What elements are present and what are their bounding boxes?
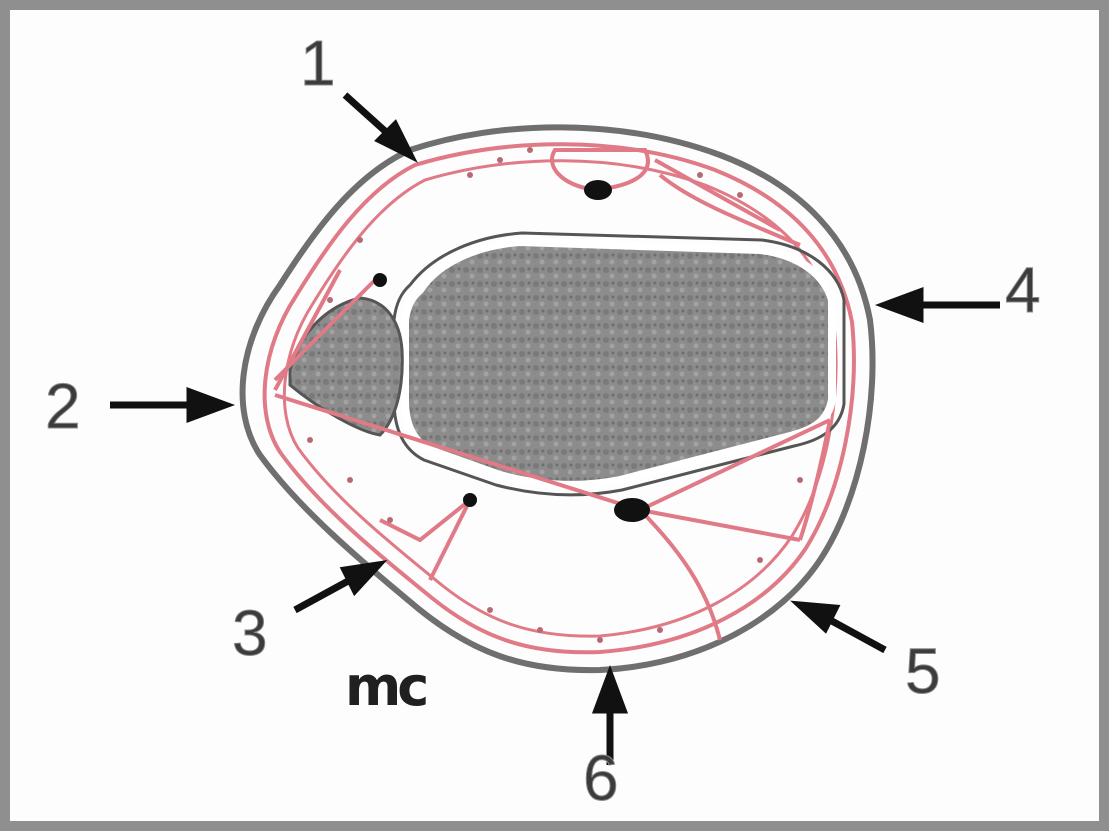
label-4: 4 (1005, 254, 1041, 326)
bundle-left-small (373, 273, 387, 287)
bundle-top (584, 180, 612, 200)
bundle-mid-small (463, 493, 477, 507)
bundle-bottom (614, 498, 650, 522)
label-2: 2 (45, 370, 81, 442)
label-5: 5 (905, 635, 941, 707)
label-3: 3 (232, 597, 268, 669)
small-bone (290, 298, 402, 435)
label-1: 1 (300, 27, 336, 99)
publisher-logo: mc (345, 655, 426, 718)
label-6: 6 (583, 742, 619, 814)
